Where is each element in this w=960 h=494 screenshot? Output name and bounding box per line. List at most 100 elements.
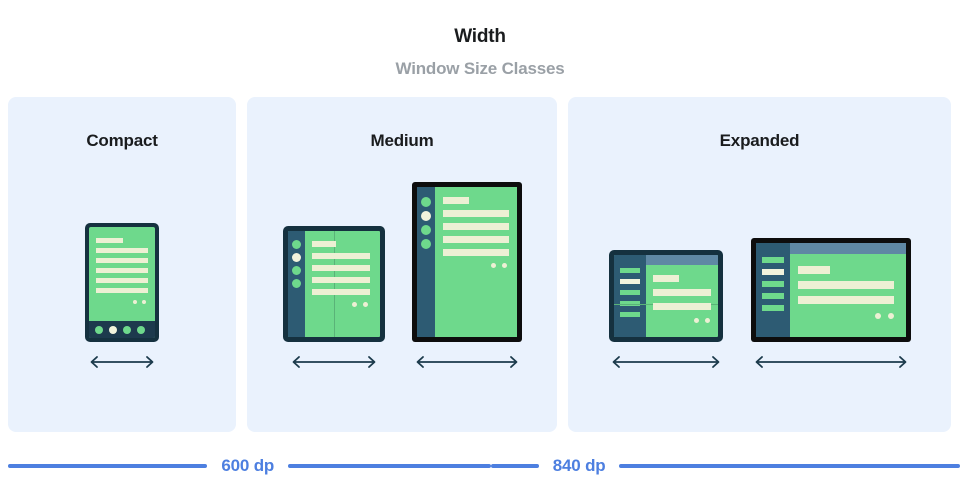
app-top-bar (646, 255, 718, 265)
content-line (96, 258, 148, 263)
device-phone-portrait (85, 223, 159, 370)
rail-item-active (291, 253, 301, 262)
panel-label-medium: Medium (370, 131, 434, 150)
rail-item (420, 239, 431, 249)
device-group-medium (247, 182, 557, 370)
breakpoint-scale: 600 dp 840 dp (0, 446, 960, 486)
content-dot (490, 263, 496, 268)
drawer-item-active (620, 279, 640, 284)
content-line (442, 236, 509, 243)
tablet-screen (416, 187, 517, 337)
nav-dot (95, 325, 103, 334)
content-line (442, 223, 509, 230)
nav-dot (137, 325, 145, 334)
rail-item (420, 197, 431, 207)
content-line (798, 296, 894, 304)
breakpoint-label-840: 840 dp (552, 456, 606, 475)
device-foldable-landscape (608, 250, 724, 370)
drawer-item-active (762, 269, 784, 275)
nav-dot-active (109, 325, 117, 334)
foldable-frame (282, 226, 385, 342)
content-dot (875, 313, 881, 319)
width-arrow-icon (612, 356, 720, 368)
content-dot (351, 302, 357, 307)
breakpoint-rule (491, 464, 539, 468)
content-line (311, 277, 370, 283)
content-line (442, 210, 509, 217)
drawer-item (762, 257, 784, 263)
content-dot (133, 300, 137, 304)
drawer-item (762, 305, 784, 311)
content-line (653, 303, 711, 310)
device-group-compact (8, 223, 236, 370)
content-dot (705, 318, 710, 323)
foldable-frame (609, 250, 723, 342)
drawer-item (620, 290, 640, 295)
breakpoint-rule (619, 464, 960, 468)
page-subtitle: Window Size Classes (395, 59, 565, 78)
content-line (96, 238, 123, 243)
rail-item (291, 266, 301, 275)
tablet-frame (411, 182, 522, 342)
foldable-screen (287, 231, 380, 337)
content-line (798, 266, 830, 274)
drawer-item (620, 268, 640, 273)
phone-screen (89, 227, 155, 338)
width-arrow-icon (90, 356, 154, 368)
content-line (96, 288, 148, 293)
breakpoint-label-600: 600 dp (221, 456, 275, 475)
rail-item (420, 225, 431, 235)
content-dot (694, 318, 699, 323)
content-line (96, 248, 148, 253)
rail-item (291, 279, 301, 288)
panel-medium: Medium (247, 97, 557, 432)
panel-label-compact: Compact (86, 131, 158, 150)
fold-crease (333, 231, 335, 337)
device-foldable-portrait (282, 226, 385, 370)
content-line (96, 278, 148, 283)
content-dot (142, 300, 146, 304)
phone-bottom-nav (89, 321, 155, 338)
content-line (96, 268, 148, 273)
content-line (442, 197, 469, 204)
content-line (311, 253, 370, 259)
nav-dot (123, 325, 131, 334)
tablet-screen (756, 243, 906, 337)
device-tablet-portrait (411, 182, 522, 370)
size-class-panels: Compact (8, 97, 952, 432)
width-arrow-icon (416, 356, 517, 368)
content-line (653, 289, 711, 296)
navigation-rail (416, 187, 435, 337)
navigation-drawer (614, 255, 646, 337)
navigation-drawer (756, 243, 790, 337)
content-line (311, 265, 370, 271)
content-line (442, 249, 509, 256)
content-line (798, 281, 894, 289)
foldable-screen (614, 255, 718, 337)
diagram-header: Width Window Size Classes (0, 0, 960, 79)
tablet-frame (751, 238, 911, 342)
drawer-item (620, 312, 640, 317)
breakpoint-rule (8, 464, 208, 468)
rail-item-active (420, 211, 431, 221)
content-line (311, 289, 370, 295)
content-line (653, 275, 679, 282)
panel-compact: Compact (8, 97, 236, 432)
width-arrow-icon (755, 356, 907, 368)
content-dot (888, 313, 894, 319)
drawer-item (762, 293, 784, 299)
drawer-item (620, 301, 640, 306)
device-tablet-landscape (751, 238, 911, 370)
device-group-expanded (568, 238, 951, 370)
width-arrow-icon (292, 356, 375, 368)
phone-frame (85, 223, 159, 342)
breakpoint-rule (288, 464, 492, 468)
panel-label-expanded: Expanded (719, 131, 800, 150)
page-title: Width (454, 26, 506, 47)
app-top-bar (790, 243, 906, 254)
navigation-rail (287, 231, 305, 337)
content-dot (501, 263, 507, 268)
drawer-item (762, 281, 784, 287)
content-dot (362, 302, 368, 307)
